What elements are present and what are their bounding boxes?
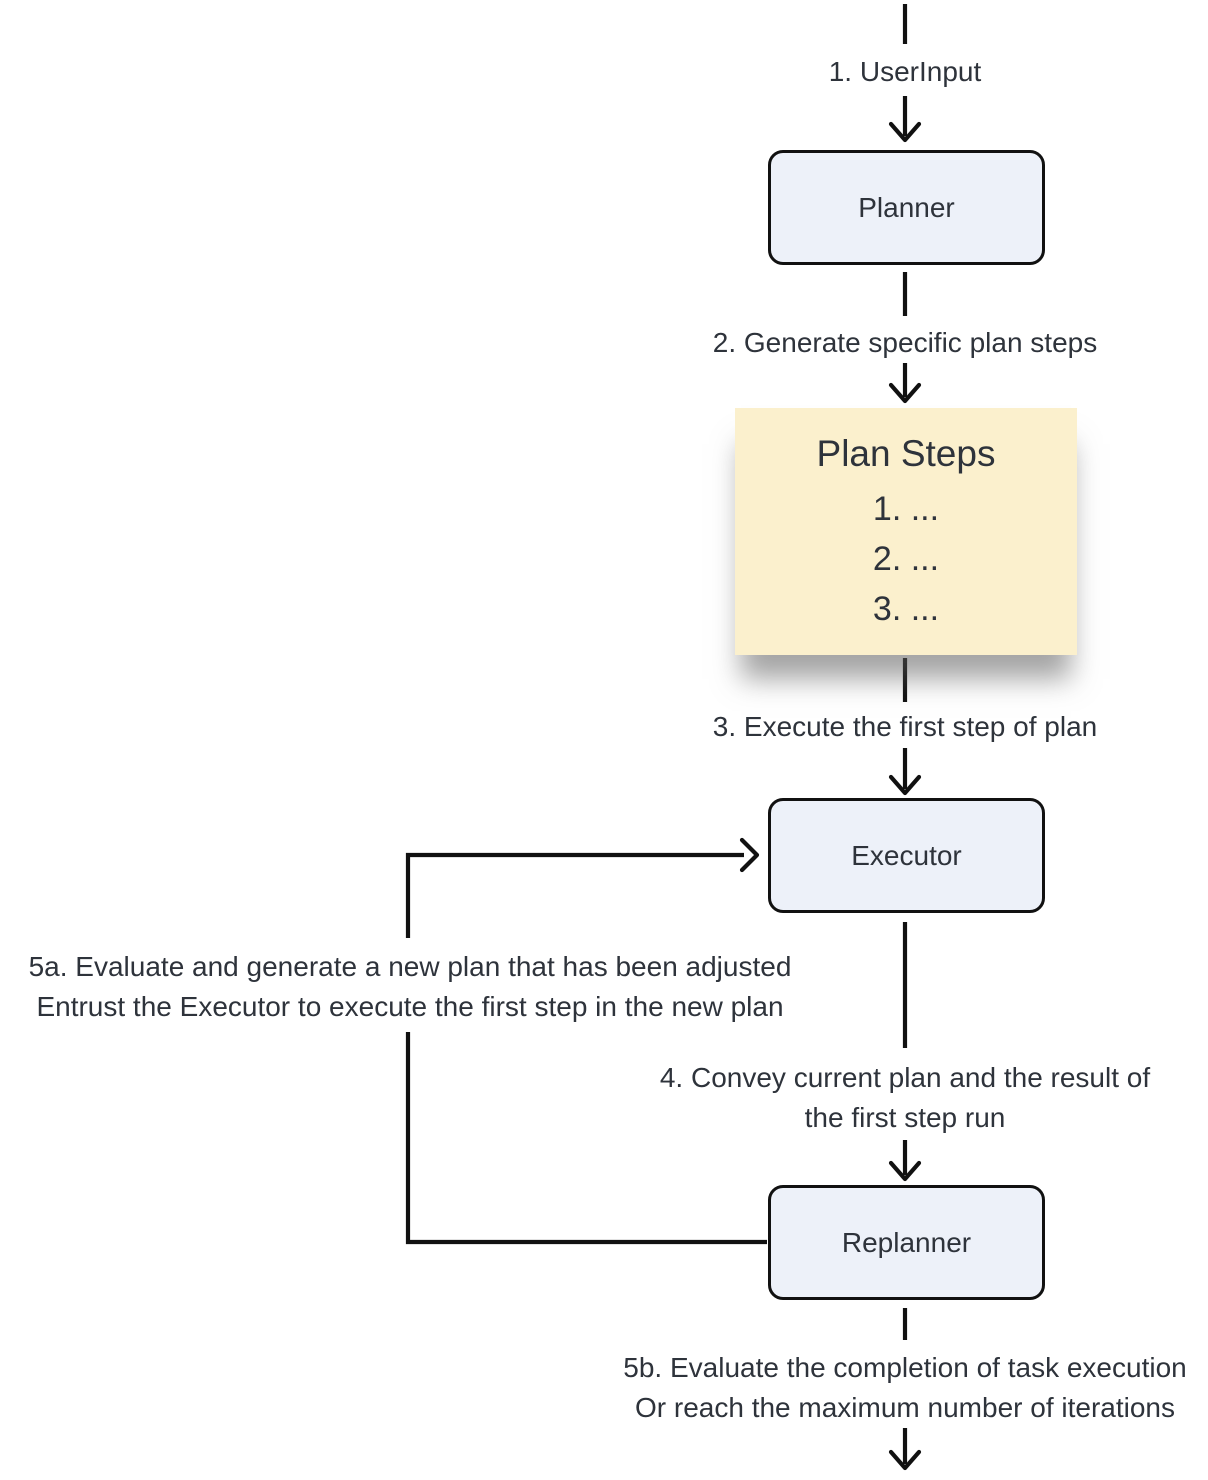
plan-steps-item: 2. ... (872, 540, 940, 578)
arrow-to-plansteps (888, 363, 922, 404)
arrow-userinput-to-planner (888, 96, 922, 143)
edge-label-completion-line2: Or reach the maximum number of iteration… (635, 1392, 1175, 1423)
edge-label-completion-line1: 5b. Evaluate the completion of task exec… (623, 1352, 1187, 1383)
arrow-final-output (888, 1428, 922, 1471)
plan-steps-title: Plan Steps (816, 433, 996, 474)
planner-node: Planner (768, 150, 1045, 265)
arrow-to-replanner (888, 1140, 922, 1182)
replanner-node-label: Replanner (841, 1226, 972, 1258)
edge-label-userinput: 1. UserInput (828, 56, 982, 87)
edge-label-replan-loop-line1: 5a. Evaluate and generate a new plan tha… (28, 951, 792, 982)
edge-label-convey-result-line1: 4. Convey current plan and the result of (659, 1062, 1151, 1093)
plan-steps-list: 1. ... 2. ... 3. ... (735, 484, 1077, 634)
replanner-node: Replanner (768, 1185, 1045, 1300)
planner-node-label: Planner (858, 191, 955, 223)
loop-replanner-to-executor (405, 837, 767, 1245)
plan-steps-item: 3. ... (872, 590, 940, 628)
edge-label-replan-loop: 5a. Evaluate and generate a new plan tha… (29, 947, 792, 1027)
edge-label-execute-first-step: 3. Execute the first step of plan (712, 711, 1098, 742)
edge-label-convey-result: 4. Convey current plan and the result of… (660, 1058, 1150, 1138)
edge-label-replan-loop-line2: Entrust the Executor to execute the firs… (36, 991, 784, 1022)
plan-steps-note: Plan Steps 1. ... 2. ... 3. ... (735, 408, 1077, 655)
arrow-to-executor (888, 748, 922, 796)
edge-label-completion: 5b. Evaluate the completion of task exec… (623, 1348, 1186, 1428)
executor-node: Executor (768, 798, 1045, 913)
plan-steps-item: 1. ... (872, 490, 940, 528)
edge-label-generate-plan-steps: 2. Generate specific plan steps (712, 327, 1098, 358)
executor-node-label: Executor (851, 839, 962, 871)
edge-label-convey-result-line2: the first step run (804, 1102, 1006, 1133)
